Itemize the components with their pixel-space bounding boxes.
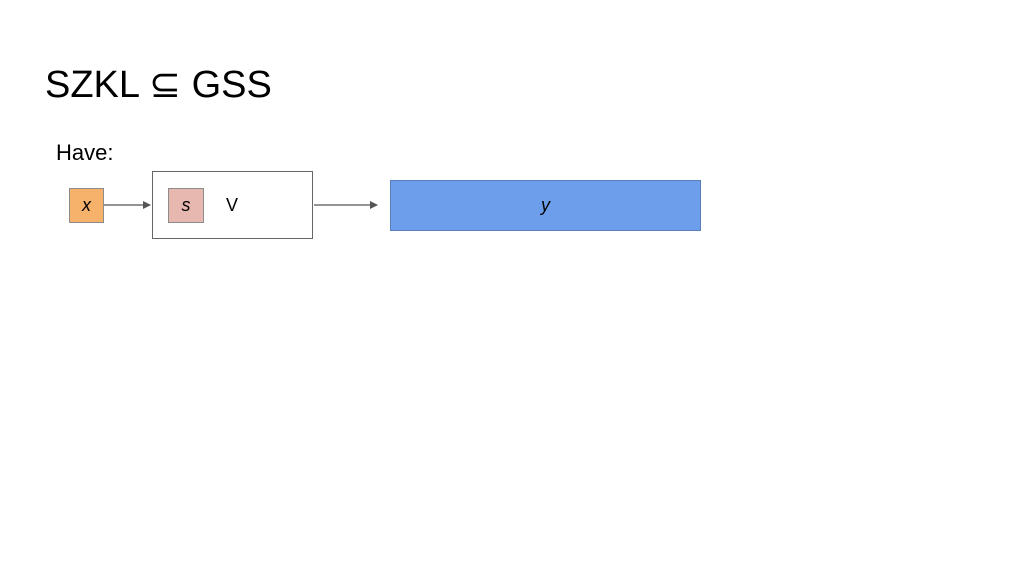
input-x-box: x	[69, 188, 104, 223]
verifier-label: V	[226, 195, 239, 215]
seed-s-box: s	[168, 188, 204, 223]
have-label: Have:	[56, 140, 114, 165]
seed-s-label: s	[181, 195, 191, 215]
slide-title: SZKL ⊆ GSS	[45, 64, 272, 106]
output-y-label: y	[541, 195, 550, 215]
input-x-label: x	[82, 195, 91, 215]
output-y-box: y	[390, 180, 701, 231]
